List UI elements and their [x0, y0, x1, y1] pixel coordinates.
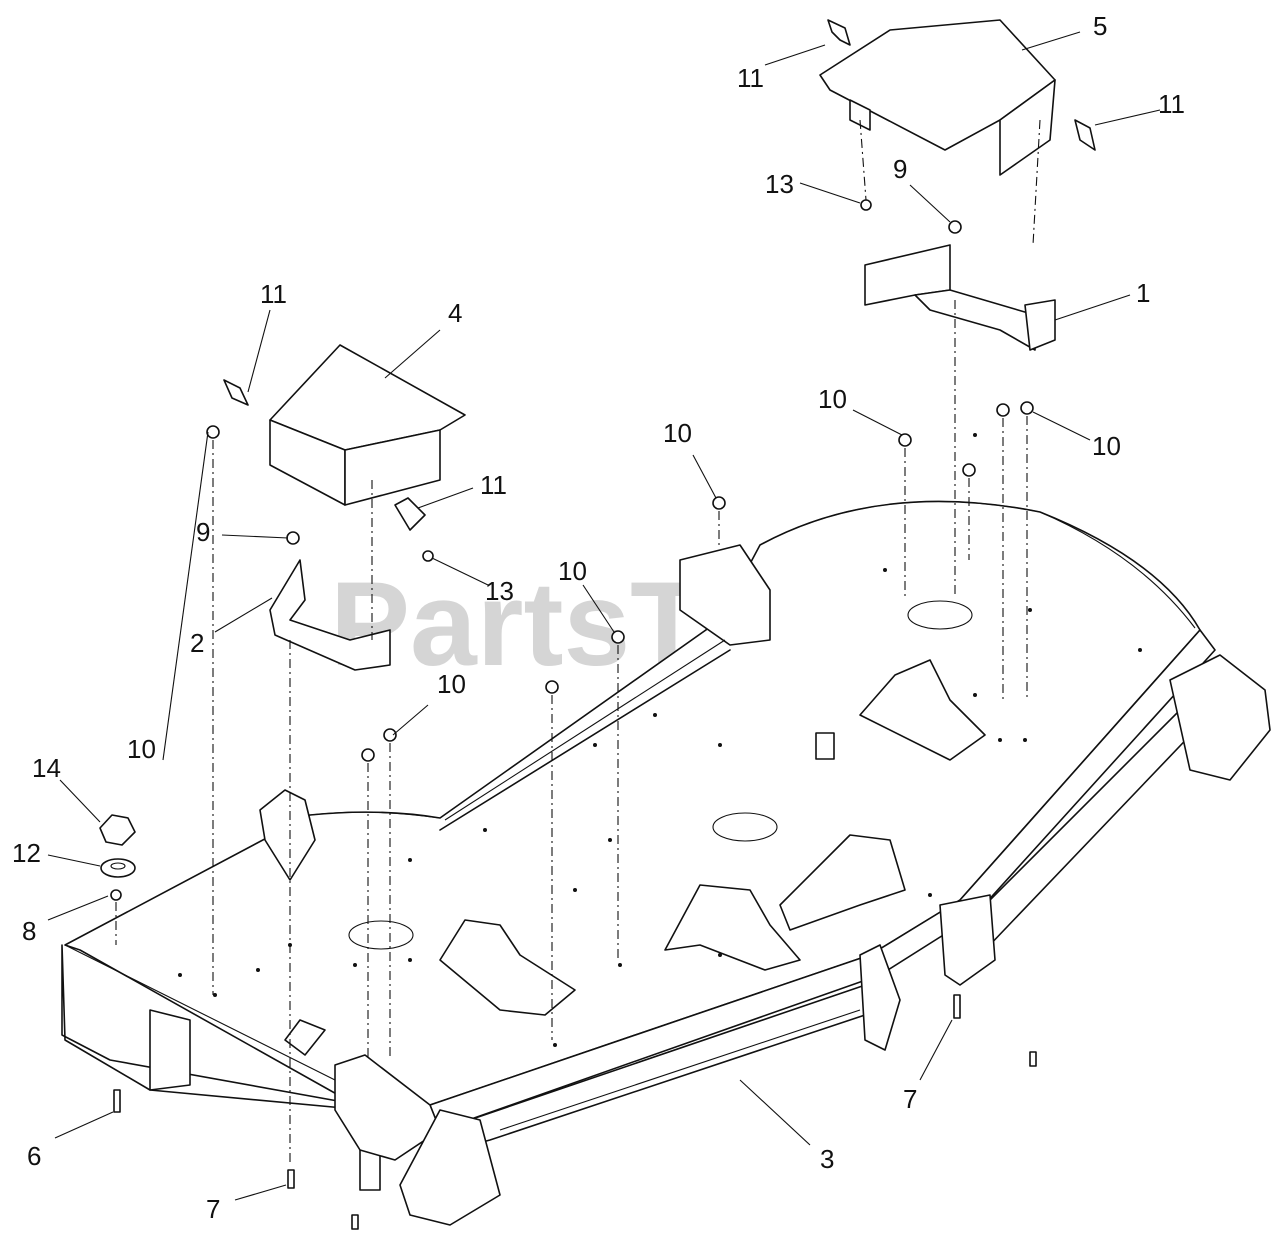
- cover-part-5: [819, 19, 1056, 176]
- callout-5: 5: [1093, 11, 1107, 41]
- callout-11-mid: 11: [480, 470, 507, 500]
- callout-10-center: 10: [663, 418, 692, 448]
- callout-11-top-right: 11: [1158, 89, 1185, 119]
- callout-10-left: 10: [127, 734, 156, 764]
- callout-13-top: 13: [765, 169, 794, 199]
- callout-10-far-right: 10: [1092, 431, 1121, 461]
- callout-7-right: 7: [903, 1084, 917, 1114]
- knob-assembly: [99, 814, 136, 901]
- callout-10-mid: 10: [558, 556, 587, 586]
- callout-13-left: 13: [485, 576, 514, 606]
- callout-9-top: 9: [893, 154, 907, 184]
- fasteners: [113, 199, 1037, 1230]
- bracket-part-2: [269, 559, 391, 671]
- callout-labels: 5 11 11 13 9 1 10 10 10 10 10 10 11 4 11…: [12, 11, 1185, 1224]
- callout-9-left: 9: [196, 517, 210, 547]
- leader-lines: [47, 31, 1161, 1201]
- callout-10-right: 10: [818, 384, 847, 414]
- callout-12: 12: [12, 838, 41, 868]
- cover-part-4: [269, 344, 466, 506]
- callout-11-left: 11: [260, 279, 287, 309]
- callout-7-left: 7: [206, 1194, 220, 1224]
- mower-deck: [61, 433, 1271, 1226]
- callout-8: 8: [22, 916, 36, 946]
- wing-nuts: [223, 19, 1096, 531]
- callout-11-top-left: 11: [737, 63, 764, 93]
- assembly-centerlines: [115, 119, 1041, 1165]
- callout-4: 4: [448, 298, 462, 328]
- callout-3: 3: [820, 1144, 834, 1174]
- callout-14: 14: [32, 753, 61, 783]
- callout-1: 1: [1136, 278, 1150, 308]
- callout-6: 6: [27, 1141, 41, 1171]
- callout-10-left-mid: 10: [437, 669, 466, 699]
- bracket-part-1: [864, 244, 1056, 351]
- callout-2: 2: [190, 628, 204, 658]
